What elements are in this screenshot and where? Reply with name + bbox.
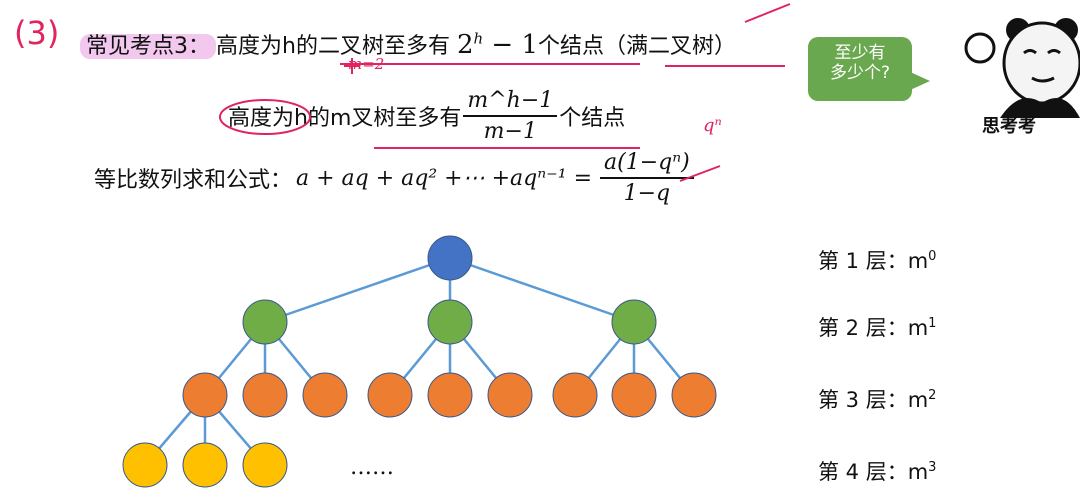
tree-node-level4 xyxy=(123,443,167,487)
tree-node-root xyxy=(428,236,472,280)
tree-node-level3 xyxy=(488,373,532,417)
level-label-2: 第 2 层：m1 xyxy=(818,312,936,342)
tree-node-level3 xyxy=(612,373,656,417)
tree-node-level2 xyxy=(612,300,656,344)
tree-node-level4 xyxy=(243,443,287,487)
edge-root-2 xyxy=(450,258,634,322)
level-label-1: 第 1 层：m0 xyxy=(818,245,936,275)
tree-node-level2 xyxy=(243,300,287,344)
level-label-3: 第 3 层：m2 xyxy=(818,384,936,414)
tree-node-level3 xyxy=(672,373,716,417)
tree-node-level4 xyxy=(183,443,227,487)
tree-node-level3 xyxy=(243,373,287,417)
tree-node-level3 xyxy=(303,373,347,417)
ellipsis: …… xyxy=(350,455,394,480)
tree-node-level3 xyxy=(183,373,227,417)
tree-node-level2 xyxy=(428,300,472,344)
tree-node-level3 xyxy=(428,373,472,417)
level-label-4: 第 4 层：m3 xyxy=(818,456,936,486)
tree-node-level3 xyxy=(368,373,412,417)
tree-node-level3 xyxy=(553,373,597,417)
edge-root-0 xyxy=(265,258,450,322)
